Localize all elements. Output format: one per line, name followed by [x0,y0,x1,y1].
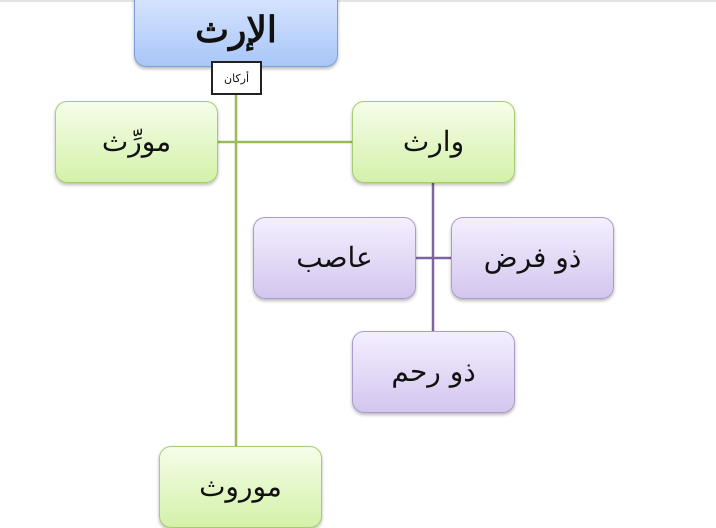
root-node-inheritance: الإرث [134,0,338,67]
node-dhu-fard-label: ذو فرض [483,241,582,274]
node-asib-label: عاصب [296,241,373,274]
node-mawruth: موروث [159,446,322,528]
pillars-tag-label: أركان [223,71,250,85]
node-mawrith-label: مورِّث [101,125,172,158]
root-node-label: الإرث [195,8,277,51]
pillars-tag: أركان [211,61,262,95]
node-dhu-rahim-label: ذو رحم [391,355,476,388]
node-dhu-rahim: ذو رحم [352,331,515,413]
node-mawruth-label: موروث [199,470,282,503]
node-warith: وارث [352,101,515,183]
node-asib: عاصب [253,217,416,299]
node-mawrith: مورِّث [55,101,218,183]
node-warith-label: وارث [402,125,465,158]
node-dhu-fard: ذو فرض [451,217,614,299]
top-border [0,0,716,2]
